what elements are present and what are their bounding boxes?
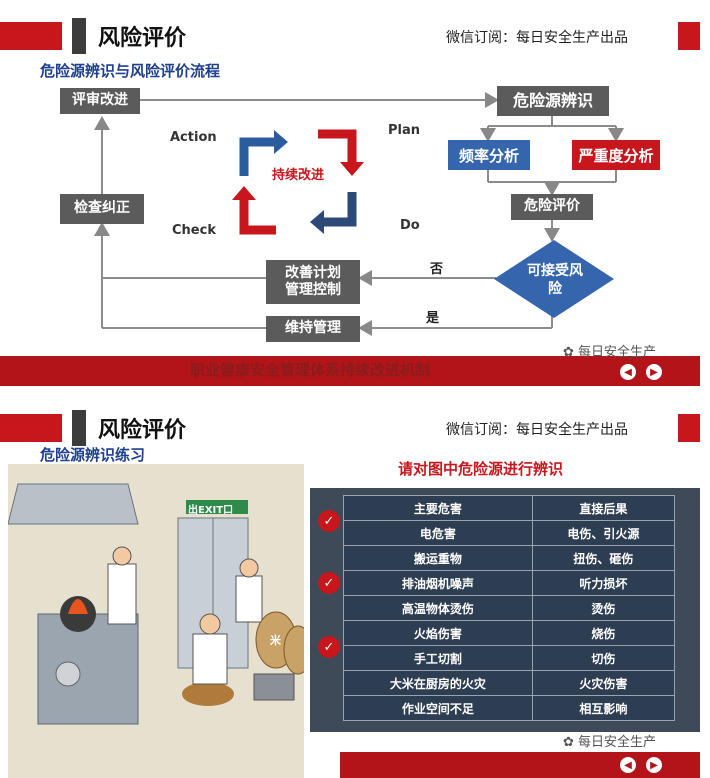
edge-label-yes: 是 bbox=[426, 311, 440, 326]
consequence-cell: 相互影响 bbox=[531, 695, 676, 721]
check-circle-icon: ✓ bbox=[318, 572, 340, 594]
flow-connectors bbox=[94, 92, 624, 336]
check-circle-icon: ✓ bbox=[318, 510, 340, 532]
footer-caption: 职业健康安全管理体系持续改进机制 bbox=[190, 361, 431, 379]
hazard-cell: 高温物体烫伤 bbox=[343, 595, 533, 621]
wechat-icon: ✿ bbox=[562, 345, 578, 360]
pdca-action: Action bbox=[170, 130, 217, 145]
consequence-cell: 扭伤、砸伤 bbox=[531, 545, 676, 571]
header-red-bar bbox=[0, 22, 62, 50]
next-arrow-icon[interactable]: ▶ bbox=[646, 364, 662, 380]
header-red-tab bbox=[678, 414, 700, 442]
hazard-cell: 大米在厨房的火灾 bbox=[343, 670, 533, 696]
consequence-cell: 电伤、引火源 bbox=[531, 520, 676, 546]
slide-title: 风险评价 bbox=[98, 26, 187, 51]
pdca-center-label: 持续改进 bbox=[272, 168, 325, 183]
hazard-cell: 排油烟机噪声 bbox=[343, 570, 533, 596]
slide-title: 风险评价 bbox=[98, 418, 187, 443]
kitchen-scene bbox=[8, 464, 304, 778]
table-row: 排油烟机噪声听力损坏 bbox=[343, 570, 676, 596]
subscribe-text: 微信订阅：每日安全生产出品 bbox=[446, 30, 628, 46]
header-cell: 直接后果 bbox=[531, 495, 676, 521]
hazard-cell: 电危害 bbox=[343, 520, 533, 546]
rice-sack-label: 米 bbox=[270, 634, 281, 647]
footer-bar bbox=[340, 752, 700, 778]
pdca-cycle-arrows bbox=[232, 129, 364, 235]
prev-arrow-icon[interactable]: ◀ bbox=[620, 757, 636, 773]
node-check-correct: 检查纠正 bbox=[60, 194, 144, 224]
watermark-text: 每日安全生产 bbox=[577, 735, 656, 750]
table-row: 火焰伤害烧伤 bbox=[343, 620, 676, 646]
node-severity: 严重度分析 bbox=[572, 140, 660, 170]
header-gray-mark bbox=[72, 18, 86, 54]
node-improve-plan: 改善计划 管理控制 bbox=[266, 260, 360, 304]
slide-risk-process: 风险评价 微信订阅：每日安全生产出品 危险源辨识与风险评价流程 bbox=[0, 0, 700, 386]
node-evaluate: 危险评价 bbox=[511, 194, 593, 220]
node-hazard-identify: 危险源辨识 bbox=[497, 86, 609, 116]
consequence-cell: 烫伤 bbox=[531, 595, 676, 621]
consequence-cell: 听力损坏 bbox=[531, 570, 676, 596]
table-row: 手工切割切伤 bbox=[343, 645, 676, 671]
table-header-row: 主要危害 直接后果 bbox=[343, 495, 676, 521]
header-gray-mark bbox=[72, 410, 86, 446]
check-circle-icon: ✓ bbox=[318, 636, 340, 658]
wechat-watermark: ✿ 每日安全生产 bbox=[563, 731, 656, 750]
table-row: 高温物体烫伤烫伤 bbox=[343, 595, 676, 621]
next-arrow-icon[interactable]: ▶ bbox=[646, 757, 662, 773]
node-acceptable-diamond bbox=[494, 240, 614, 318]
wechat-icon: ✿ bbox=[562, 735, 578, 750]
table-row: 作业空间不足相互影响 bbox=[343, 695, 676, 721]
hazard-cell: 作业空间不足 bbox=[343, 695, 533, 721]
slide-hazard-practice: 风险评价 微信订阅：每日安全生产出品 危险源辨识练习 出EXIT口 米 bbox=[0, 392, 700, 778]
footer-bar bbox=[0, 356, 700, 386]
pdca-plan: Plan bbox=[388, 123, 421, 138]
table-row: 电危害电伤、引火源 bbox=[343, 520, 676, 546]
kitchen-illustration: 出EXIT口 米 bbox=[8, 464, 304, 778]
hazard-cell: 火焰伤害 bbox=[343, 620, 533, 646]
hazard-cell: 搬运重物 bbox=[343, 545, 533, 571]
table-row: 大米在厨房的火灾火灾伤害 bbox=[343, 670, 676, 696]
edge-label-no: 否 bbox=[430, 262, 444, 277]
subscribe-text: 微信订阅：每日安全生产出品 bbox=[446, 422, 628, 438]
exit-sign: 出EXIT口 bbox=[188, 505, 234, 516]
node-review: 评审改进 bbox=[60, 88, 140, 114]
hazard-table: 主要危害 直接后果 电危害电伤、引火源 搬运重物扭伤、砸伤 排油烟机噪声听力损坏… bbox=[343, 495, 676, 721]
prev-arrow-icon[interactable]: ◀ bbox=[620, 364, 636, 380]
consequence-cell: 火灾伤害 bbox=[531, 670, 676, 696]
section-title: 危险源辨识练习 bbox=[40, 446, 146, 464]
node-maintain: 维持管理 bbox=[266, 316, 360, 342]
hazard-cell: 手工切割 bbox=[343, 645, 533, 671]
header-red-tab bbox=[678, 22, 700, 50]
node-acceptable-label: 可接受风险 bbox=[527, 263, 583, 298]
table-row: 搬运重物扭伤、砸伤 bbox=[343, 545, 676, 571]
wechat-watermark: ✿ 每日安全生产 bbox=[563, 341, 656, 360]
node-frequency: 频率分析 bbox=[448, 140, 530, 170]
pdca-do: Do bbox=[400, 218, 420, 233]
pdca-check: Check bbox=[172, 223, 216, 238]
section-title: 危险源辨识与风险评价流程 bbox=[40, 62, 221, 80]
watermark-text: 每日安全生产 bbox=[577, 345, 656, 360]
header-cell: 主要危害 bbox=[343, 495, 533, 521]
header-red-bar bbox=[0, 414, 62, 442]
consequence-cell: 切伤 bbox=[531, 645, 676, 671]
exercise-prompt: 请对图中危险源进行辨识 bbox=[398, 460, 564, 478]
consequence-cell: 烧伤 bbox=[531, 620, 676, 646]
